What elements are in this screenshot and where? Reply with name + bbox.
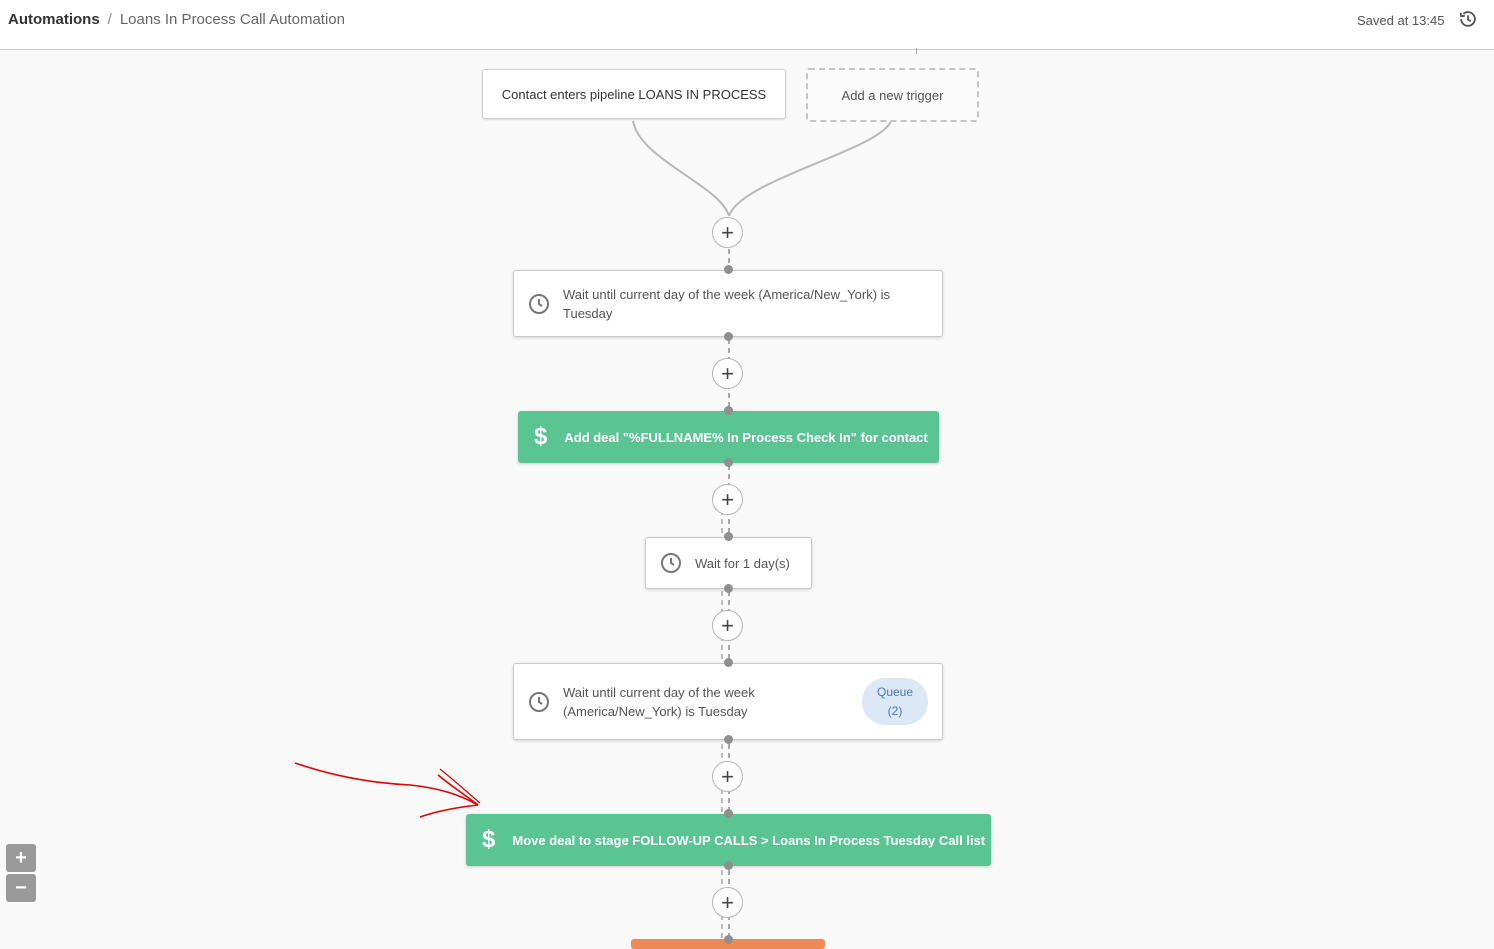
annotation-arrow bbox=[294, 762, 481, 818]
step-label: Wait until current day of the week (Amer… bbox=[563, 286, 891, 321]
connector-stub bbox=[916, 48, 917, 54]
trigger-pipeline-entry[interactable]: Contact enters pipeline LOANS IN PROCESS bbox=[482, 69, 786, 119]
trigger-label: Contact enters pipeline LOANS IN PROCESS bbox=[501, 86, 767, 102]
step-label: Add deal "%FULLNAME% In Process Check In… bbox=[564, 429, 928, 445]
wait-until-tuesday-step[interactable]: Wait until current day of the week (Amer… bbox=[513, 663, 943, 740]
add-step-button[interactable]: + bbox=[712, 610, 743, 641]
connector-dot bbox=[724, 332, 733, 341]
breadcrumb: Automations / Loans In Process Call Automa… bbox=[8, 11, 345, 28]
dollar-icon: $ bbox=[534, 423, 548, 450]
add-step-button[interactable]: + bbox=[712, 217, 743, 248]
add-step-button[interactable]: + bbox=[712, 761, 743, 792]
step-label: Wait until current day of the week (Amer… bbox=[563, 684, 755, 719]
add-step-button[interactable]: + bbox=[712, 358, 743, 389]
queue-badge[interactable]: Queue (2) bbox=[862, 678, 928, 725]
zoom-out-button[interactable]: − bbox=[6, 874, 36, 902]
saved-status: Saved at 13:45 bbox=[1357, 13, 1445, 28]
connector-dot bbox=[724, 584, 733, 593]
breadcrumb-automations-link[interactable]: Automations bbox=[8, 11, 100, 28]
add-step-button[interactable]: + bbox=[712, 887, 743, 918]
move-deal-step[interactable]: $ Move deal to stage FOLLOW-UP CALLS > L… bbox=[466, 814, 991, 866]
wait-until-tuesday-step[interactable]: Wait until current day of the week (Amer… bbox=[513, 270, 943, 337]
clock-icon bbox=[529, 691, 549, 712]
connector-dot bbox=[724, 861, 733, 870]
clock-icon bbox=[529, 293, 549, 314]
connector-dot bbox=[724, 532, 733, 541]
queue-label: Queue bbox=[876, 684, 914, 699]
zoom-in-button[interactable]: + bbox=[6, 844, 36, 872]
page-title: Loans In Process Call Automation bbox=[119, 11, 345, 28]
history-icon[interactable] bbox=[1457, 8, 1479, 30]
top-bar: Automations / Loans In Process Call Automa… bbox=[0, 0, 1494, 50]
step-label: Wait for 1 day(s) bbox=[695, 555, 790, 571]
connector-dot bbox=[724, 935, 733, 944]
connector-dot bbox=[724, 658, 733, 667]
queue-count: (2) bbox=[887, 703, 903, 718]
dollar-icon: $ bbox=[482, 826, 496, 853]
add-deal-step[interactable]: $ Add deal "%FULLNAME% In Process Check … bbox=[518, 411, 939, 463]
connector-dot bbox=[724, 809, 733, 818]
add-trigger-label: Add a new trigger bbox=[841, 87, 944, 103]
breadcrumb-separator: / bbox=[107, 11, 112, 28]
clock-icon bbox=[661, 553, 681, 573]
step-label: Move deal to stage FOLLOW-UP CALLS > Loa… bbox=[512, 832, 986, 848]
connector-dot bbox=[724, 265, 733, 274]
connector-dot bbox=[724, 735, 733, 744]
wait-duration-step[interactable]: Wait for 1 day(s) bbox=[645, 537, 812, 589]
add-step-button[interactable]: + bbox=[712, 484, 743, 515]
connector-dot bbox=[724, 406, 733, 415]
connector-dot bbox=[724, 458, 733, 467]
add-trigger-button[interactable]: Add a new trigger bbox=[806, 68, 979, 122]
